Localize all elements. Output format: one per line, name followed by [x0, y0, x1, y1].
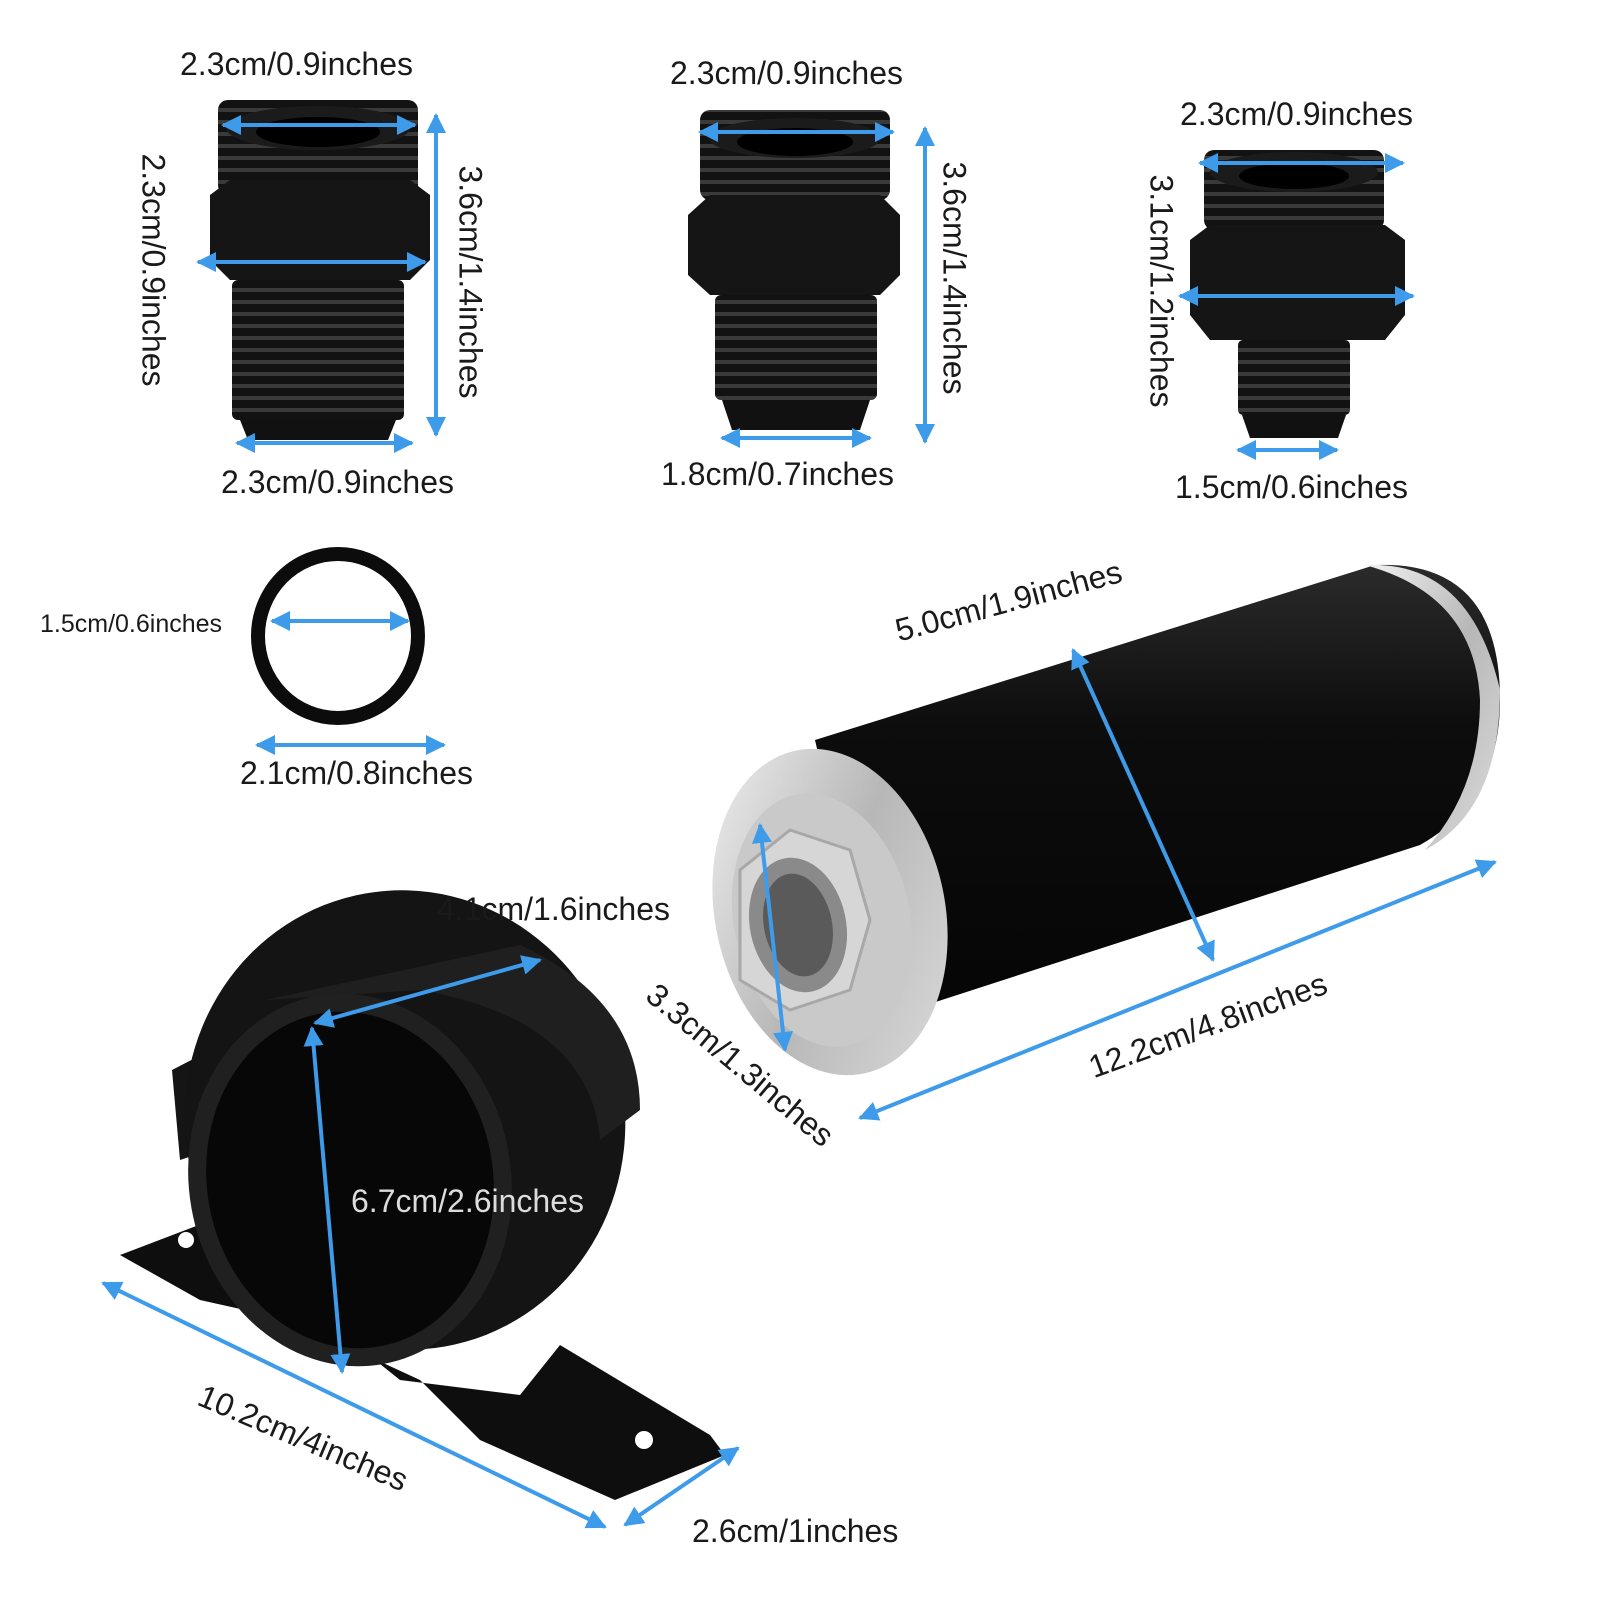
- arrow-bracket-width: [313, 955, 542, 1028]
- fitting-small-height-dimension: 3.1cm/1.2inches: [1143, 174, 1180, 408]
- arrow-filter-length: [858, 859, 1497, 1121]
- dimension-arrows: [101, 113, 1497, 1529]
- fitting-large-top-dimension: 2.3cm/0.9inches: [180, 46, 414, 82]
- fitting-large: [210, 100, 430, 440]
- fitting-medium-height-dimension: 3.6cm/1.4inches: [936, 161, 973, 395]
- o-ring-outer-dimension: 2.1cm/0.8inches: [240, 755, 474, 791]
- fitting-medium: [688, 110, 900, 430]
- o-ring-inner-dimension: 1.5cm/0.6inches: [40, 610, 223, 638]
- arrow-bracket-depth: [623, 1446, 740, 1527]
- fitting-large-height-dimension: 3.6cm/1.4inches: [452, 165, 489, 399]
- arrow-filter-port: [752, 823, 793, 1052]
- fitting-medium-bottom-dimension: 1.8cm/0.7inches: [661, 456, 895, 492]
- bracket-depth-dimension: 2.6cm/1inches: [692, 1513, 899, 1549]
- fitting-large-bottom-dimension: 2.3cm/0.9inches: [221, 464, 455, 500]
- fitting-large-hex-dimension: 2.3cm/0.9inches: [135, 153, 172, 387]
- fitting-small-top-dimension: 2.3cm/0.9inches: [1180, 96, 1414, 132]
- bracket-ring-dimension: 6.7cm/2.6inches: [351, 1183, 585, 1219]
- o-ring: [251, 547, 425, 725]
- arrow-bracket-length: [101, 1281, 607, 1529]
- bracket-width-dimension: 4.1cm/1.6inches: [437, 891, 671, 927]
- fitting-medium-top-dimension: 2.3cm/0.9inches: [670, 55, 904, 91]
- fuel-filter: [712, 564, 1500, 1076]
- fitting-small-bottom-dimension: 1.5cm/0.6inches: [1175, 469, 1409, 505]
